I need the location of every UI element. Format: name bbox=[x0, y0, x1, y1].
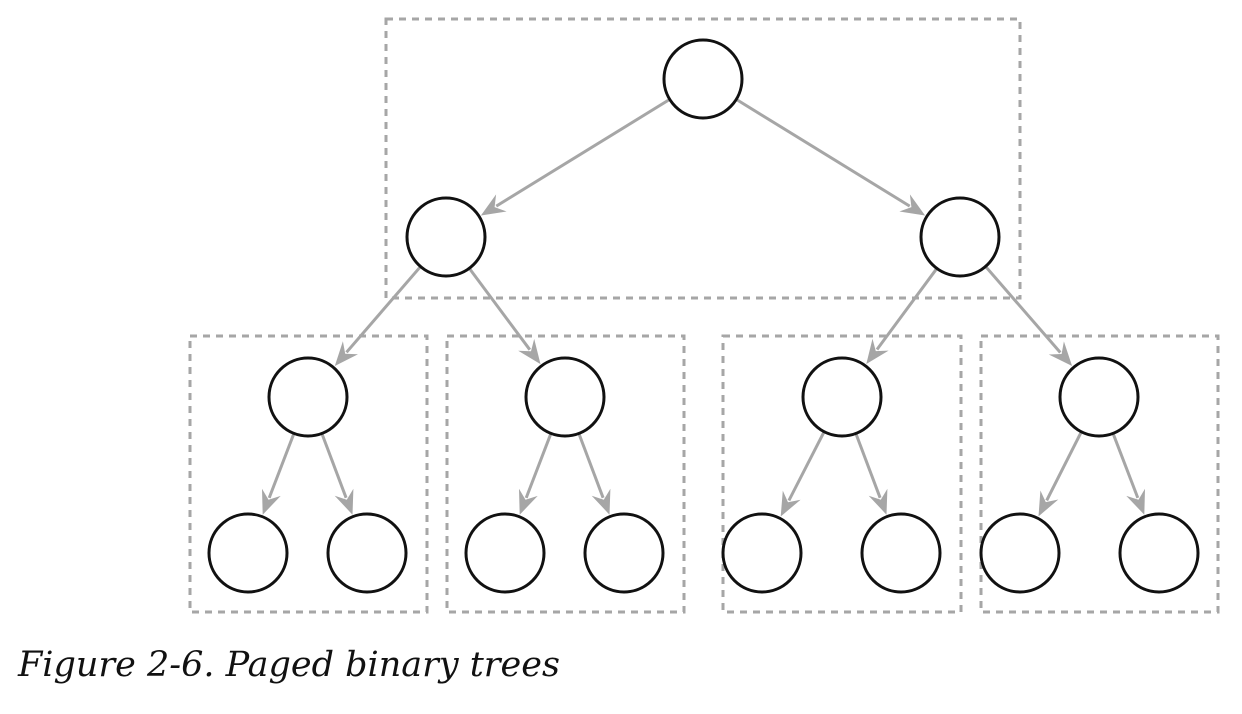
edge-line bbox=[577, 433, 605, 499]
edge-arrow-root-to-L bbox=[480, 98, 670, 216]
edge-arrow-RR-to-RRR bbox=[1111, 433, 1145, 515]
edge-line bbox=[736, 98, 911, 208]
arrowhead-icon bbox=[519, 488, 538, 515]
edge-line bbox=[854, 433, 882, 499]
edge-arrow-R-to-RR bbox=[985, 266, 1073, 366]
edge-line bbox=[1045, 432, 1083, 502]
arrowhead-icon bbox=[1038, 490, 1059, 517]
edge-line bbox=[985, 266, 1062, 354]
tree-node-RR bbox=[1058, 356, 1140, 438]
page-boundary-page-4 bbox=[979, 334, 1220, 614]
edge-arrow-LL-to-LLL bbox=[262, 433, 296, 515]
paged-binary-tree-diagram bbox=[188, 17, 1220, 614]
tree-node-RL bbox=[801, 356, 883, 438]
tree-node-LRR bbox=[583, 512, 665, 594]
arrowhead-icon bbox=[780, 490, 801, 517]
arrowhead-icon bbox=[1126, 488, 1145, 515]
edge-arrow-LR-to-LRR bbox=[577, 433, 611, 515]
tree-node-LR bbox=[524, 356, 606, 438]
edge-arrow-LR-to-LRL bbox=[519, 433, 553, 515]
edge-arrow-L-to-LL bbox=[334, 266, 422, 366]
tree-node-LL bbox=[267, 356, 349, 438]
tree-node-RRR bbox=[1118, 512, 1200, 594]
edge-line bbox=[320, 433, 348, 499]
edge-line bbox=[875, 268, 938, 351]
arrowhead-icon bbox=[480, 194, 507, 216]
edge-line bbox=[468, 268, 532, 351]
arrowhead-icon bbox=[868, 488, 888, 515]
arrowhead-icon bbox=[591, 488, 611, 515]
edge-line bbox=[495, 98, 670, 208]
page-boundary-top bbox=[384, 17, 1022, 300]
edges-layer bbox=[262, 98, 1145, 517]
arrowhead-icon bbox=[262, 488, 281, 515]
tree-node-LLR bbox=[326, 512, 408, 594]
arrowhead-icon bbox=[1048, 341, 1073, 366]
pages-layer bbox=[188, 17, 1220, 614]
figure-caption: Figure 2-6. Paged binary trees bbox=[18, 645, 560, 685]
edge-line bbox=[1111, 433, 1140, 499]
tree-node-LRL bbox=[464, 512, 546, 594]
edge-arrow-RL-to-RLR bbox=[854, 433, 888, 515]
page-boundary-page-1 bbox=[188, 334, 429, 614]
nodes-layer bbox=[207, 38, 1200, 594]
tree-node-RLR bbox=[860, 512, 942, 594]
edge-arrow-LL-to-LLR bbox=[320, 433, 354, 515]
tree-node-LLL bbox=[207, 512, 289, 594]
arrowhead-icon bbox=[899, 194, 926, 216]
tree-node-RRL bbox=[979, 512, 1061, 594]
edge-arrow-R-to-RL bbox=[866, 268, 938, 364]
edge-line bbox=[345, 266, 422, 354]
edge-arrow-root-to-R bbox=[736, 98, 926, 216]
edge-arrow-L-to-LR bbox=[468, 268, 541, 365]
tree-node-L bbox=[405, 196, 487, 278]
page-boundary-page-2 bbox=[445, 334, 686, 614]
edge-line bbox=[787, 431, 826, 502]
arrowhead-icon bbox=[334, 488, 354, 515]
tree-node-RLL bbox=[721, 512, 803, 594]
page-boundary-page-3 bbox=[721, 334, 963, 614]
edge-arrow-RR-to-RRL bbox=[1038, 432, 1083, 517]
edge-line bbox=[267, 433, 296, 499]
tree-node-root bbox=[662, 38, 744, 120]
arrowhead-icon bbox=[518, 338, 541, 365]
tree-node-R bbox=[919, 196, 1001, 278]
edge-line bbox=[524, 433, 553, 499]
arrowhead-icon bbox=[866, 338, 889, 364]
arrowhead-icon bbox=[334, 341, 358, 366]
edge-arrow-RL-to-RLL bbox=[780, 431, 826, 517]
